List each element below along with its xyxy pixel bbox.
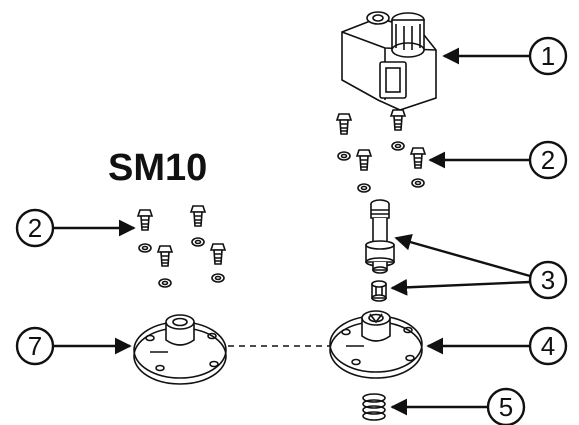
- callout-circle-2-right: [528, 140, 568, 180]
- leader-line-3-plunger: [390, 278, 531, 296]
- screw: [355, 149, 373, 171]
- screw: [136, 209, 154, 231]
- callout-circle-3: [528, 260, 568, 300]
- callout-circle-5: [486, 387, 526, 425]
- flange-part-left: [133, 314, 227, 385]
- callout-circle-4: [528, 326, 568, 366]
- spring-part: [362, 393, 386, 421]
- callout-circle-1: [528, 36, 568, 76]
- callout-number-7: 7: [28, 331, 42, 361]
- leader-line-3-tube: [394, 234, 531, 278]
- callout-number-1: 1: [541, 41, 555, 71]
- callout-number-2-right: 2: [541, 145, 555, 175]
- screw: [189, 205, 207, 227]
- flange-part-right: [329, 310, 423, 379]
- screw: [335, 113, 353, 135]
- screw: [156, 245, 174, 267]
- screw: [209, 243, 227, 265]
- callout-number-5: 5: [499, 392, 513, 422]
- screw: [389, 109, 407, 131]
- screw-set-right: [335, 109, 427, 193]
- model-label: SM10: [108, 147, 207, 189]
- callout-number-2-left: 2: [28, 213, 42, 243]
- screw-set-left: [136, 205, 227, 288]
- plunger-part: [371, 280, 387, 302]
- callout-circle-2-left: [15, 208, 55, 248]
- callout-number-4: 4: [541, 331, 555, 361]
- callout-number-3: 3: [541, 265, 555, 295]
- armature-tube-part: [365, 199, 395, 274]
- callout-circle-7: [15, 326, 55, 366]
- solenoid-coil-part: [341, 11, 437, 111]
- screw: [409, 147, 427, 169]
